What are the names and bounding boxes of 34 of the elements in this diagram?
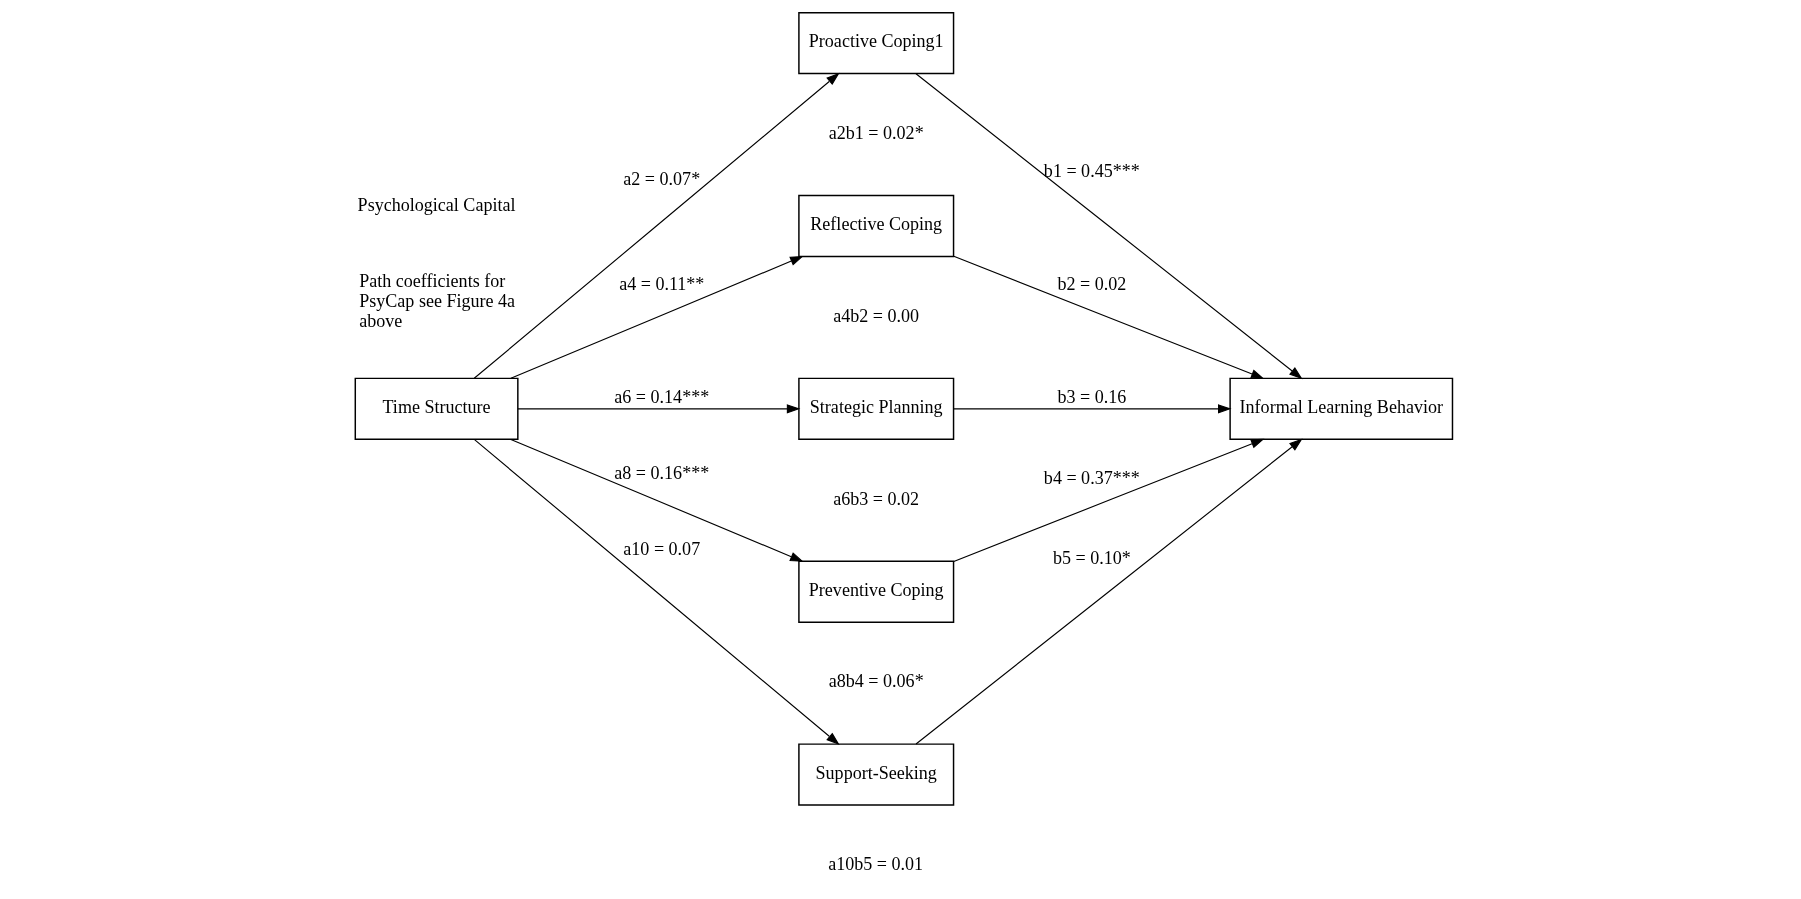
node-box: Preventive Coping [798, 560, 955, 623]
arrow [473, 72, 840, 379]
edge-label: a8 = 0.16*** [614, 462, 710, 483]
label: Path coefficients for PsyCap see Figure 4a above [359, 270, 516, 332]
label: a10b5 = 0.01 [828, 854, 924, 875]
label: a6b3 = 0.02 [833, 488, 920, 509]
arrow [517, 404, 801, 414]
node-box: Support-Seeking [798, 743, 955, 806]
edge-label: b2 = 0.02 [1057, 274, 1127, 295]
arrow [915, 73, 1303, 380]
arrow [953, 404, 1232, 414]
edge-label: b4 = 0.37*** [1043, 468, 1140, 489]
node-box: Strategic Planning [798, 377, 955, 441]
edge-label: b1 = 0.45*** [1043, 161, 1140, 182]
label: a2b1 = 0.02* [828, 122, 924, 143]
edge-label: a10 = 0.07 [623, 539, 701, 560]
edge-label: a4 = 0.11** [619, 274, 705, 295]
arrow [953, 438, 1265, 563]
label: Psychological Capital [357, 195, 516, 216]
edge-label: b3 = 0.16 [1057, 386, 1127, 407]
node-box: Time Structure [354, 377, 519, 441]
node-box: Reflective Coping [798, 194, 955, 258]
arrow [510, 438, 804, 562]
edge-label: a2 = 0.07* [623, 169, 701, 190]
edge-label: a6 = 0.14*** [614, 386, 710, 407]
label: a4b2 = 0.00 [833, 305, 920, 326]
arrow [953, 255, 1265, 379]
arrow [915, 438, 1303, 745]
arrow [473, 438, 840, 745]
node-box: Informal Learning Behavior [1229, 377, 1454, 441]
arrow [510, 255, 804, 379]
edge-label: b5 = 0.10* [1052, 548, 1131, 569]
node-box: Proactive Coping1 [798, 11, 955, 75]
label: a8b4 = 0.06* [828, 671, 924, 692]
